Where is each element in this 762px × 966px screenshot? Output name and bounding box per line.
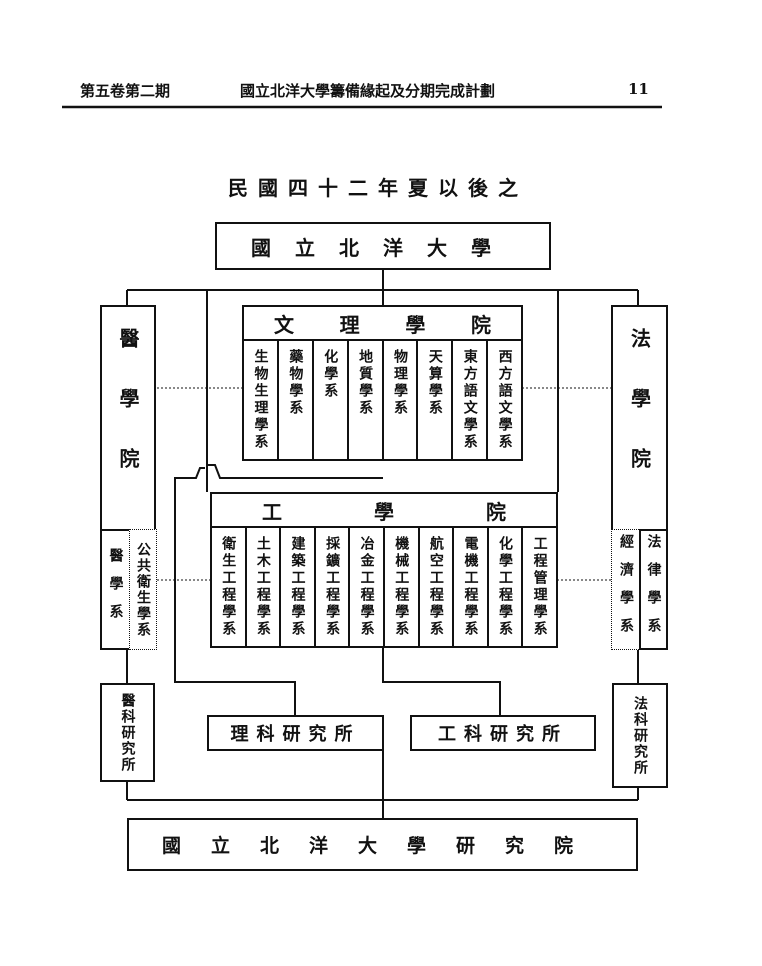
department-name: 機械工程學系: [393, 536, 410, 638]
department-name: 採鑛工程學系: [324, 536, 341, 638]
department-column: 電機工程學系: [454, 528, 489, 646]
department-name: 工程管理學系: [531, 536, 548, 638]
public-health-dept: 公共衛生學系: [129, 529, 157, 650]
department-name: 建築工程學系: [289, 536, 306, 638]
department-column: 建築工程學系: [281, 528, 316, 646]
department-name: 化學系: [322, 349, 339, 400]
department-column: 化學系: [314, 341, 349, 459]
graduate-school: 國立北洋大學研究院: [127, 818, 638, 871]
department-name: 藥物學系: [287, 349, 304, 417]
law-institute: 法科研究所: [612, 683, 668, 788]
department-column: 東方語文學系: [453, 341, 489, 459]
title-char: 工: [262, 499, 282, 524]
law-college: 法學院: [611, 305, 668, 531]
department-column: 化學工程學系: [489, 528, 524, 646]
department-column: 地質學系: [349, 341, 384, 459]
department-column: 冶金工程學系: [350, 528, 385, 646]
title-char: 學: [405, 312, 426, 337]
medicine-dept: 醫學系: [100, 529, 131, 650]
department-name: 物理學系: [391, 349, 408, 417]
title-char: 院: [486, 499, 506, 524]
department-column: 機械工程學系: [385, 528, 420, 646]
department-column: 藥物學系: [279, 341, 314, 459]
issue-label: 第五卷第二期: [80, 82, 171, 100]
economics-dept: 經濟學系: [611, 529, 641, 650]
department-column: 西方語文學系: [488, 341, 521, 459]
department-column: 天算學系: [418, 341, 454, 459]
science-institute: 理科研究所: [207, 715, 384, 751]
page-number: 11: [628, 80, 649, 98]
department-name: 西方語文學系: [496, 349, 513, 451]
engineering-college: 工 學 院 衛生工程學系土木工程學系 建築工程學系 採鑛工程學系冶金工程學系 機械工程…: [210, 492, 558, 648]
department-name: 衛生工程學系: [220, 536, 237, 638]
title-char: 文: [274, 312, 294, 337]
department-name: 土木工程學系: [254, 536, 271, 638]
engineering-title: 工 學 院: [212, 494, 556, 528]
department-name: 生物生理學系: [252, 349, 269, 451]
department-name: 冶金工程學系: [358, 536, 375, 638]
department-column: 衛生工程學系: [212, 528, 247, 646]
chart-title: 民國四十二年夏以後之: [228, 176, 528, 200]
title-char: 學: [374, 499, 394, 524]
university-box: 國立北洋大學: [215, 222, 551, 270]
department-name: 地質學系: [357, 349, 374, 417]
title-char: 院: [470, 312, 491, 337]
arts-science-college: 文 理 學 院 生物生理學系 藥物學系 化學系 地質學系物理學系 天算學系 東方語文學系 西…: [242, 305, 523, 461]
engineering-institute: 工科研究所: [410, 715, 596, 751]
department-column: 工程管理學系: [523, 528, 556, 646]
arts-science-departments: 生物生理學系 藥物學系 化學系 地質學系物理學系 天算學系 東方語文學系 西方語文學系: [244, 341, 521, 459]
title-char: 理: [339, 312, 360, 337]
engineering-departments: 衛生工程學系土木工程學系 建築工程學系 採鑛工程學系冶金工程學系 機械工程學系航空工程…: [212, 528, 556, 646]
department-column: 物理學系: [384, 341, 419, 459]
department-name: 東方語文學系: [461, 349, 478, 451]
medicine-institute: 醫科研究所: [100, 683, 155, 782]
department-name: 化學工程學系: [497, 536, 514, 638]
department-name: 電機工程學系: [462, 536, 479, 638]
department-name: 航空工程學系: [427, 536, 444, 638]
medicine-college: 醫學院: [100, 305, 156, 531]
department-name: 天算學系: [426, 349, 443, 417]
arts-science-title: 文 理 學 院: [244, 307, 521, 341]
department-column: 航空工程學系: [420, 528, 455, 646]
department-column: 土木工程學系: [247, 528, 282, 646]
department-column: 生物生理學系: [244, 341, 279, 459]
department-column: 採鑛工程學系: [316, 528, 351, 646]
law-dept: 法律學系: [639, 529, 668, 650]
article-title: 國立北洋大學籌備緣起及分期完成計劃: [240, 82, 496, 100]
